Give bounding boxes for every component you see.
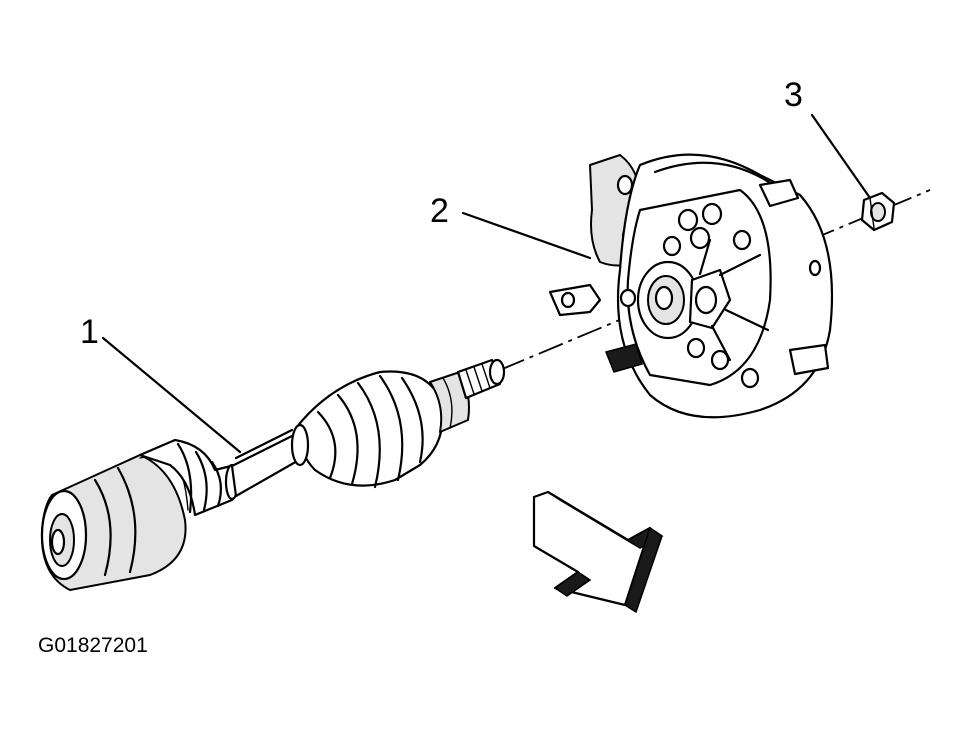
- leader-lines: [101, 113, 872, 454]
- outer-boot: [290, 370, 444, 489]
- inner-joint-housing: [40, 451, 189, 591]
- axle-nut: [860, 191, 896, 232]
- callout-2: 2: [430, 192, 449, 230]
- callout-3: 3: [784, 76, 803, 114]
- drive-axle: [40, 358, 506, 591]
- backing-plate-details: [758, 178, 830, 376]
- hub-flange: [619, 188, 772, 389]
- hub-center-bore: [636, 260, 700, 340]
- front-arrow-icon: [532, 490, 664, 614]
- leader-line-1: [101, 336, 242, 454]
- wheel-studs: [619, 202, 760, 389]
- steering-knuckle-hub: [548, 153, 834, 419]
- splined-stub-shaft: [456, 358, 506, 400]
- leader-line-2: [461, 211, 592, 260]
- bearing-center: [688, 238, 770, 362]
- knuckle-lower-arm: [548, 283, 643, 373]
- leader-line-3: [810, 113, 872, 200]
- figure-id: G01827201: [38, 634, 148, 657]
- callout-1: 1: [80, 313, 99, 351]
